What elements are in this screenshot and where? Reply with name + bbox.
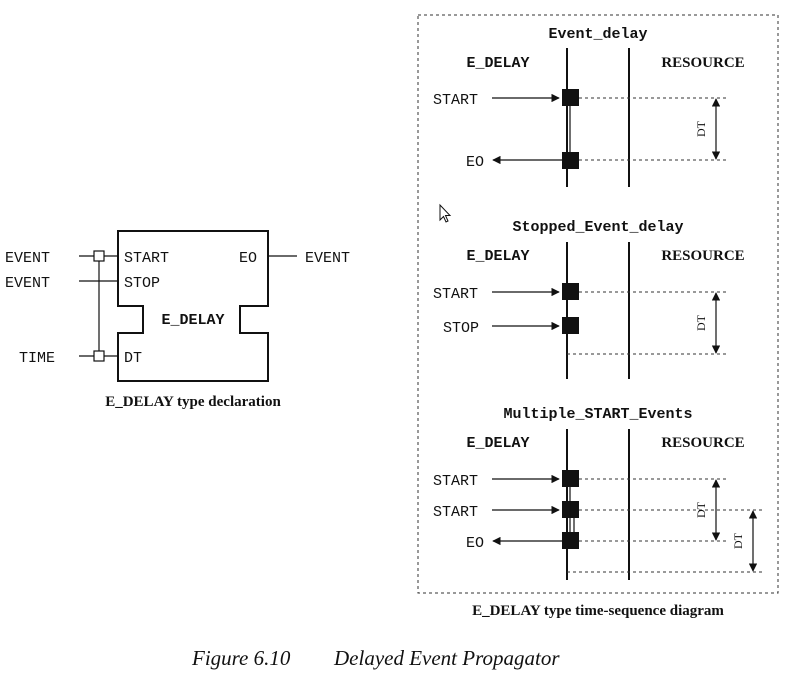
start-label: START [433, 286, 478, 303]
panel-title: Stopped_Event_delay [512, 219, 683, 236]
resource-column-label: RESOURCE [661, 435, 744, 451]
e-delay-column-label: E_DELAY [466, 55, 529, 72]
with-box-start [93, 250, 105, 262]
panel-title: Multiple_START_Events [503, 406, 692, 423]
start-label: START [433, 473, 478, 490]
sequence-caption: E_DELAY type time-sequence diagram [472, 603, 724, 619]
start-event-marker [562, 283, 579, 300]
panel-event-delay: Event_delay E_DELAY RESOURCE START EO DT [433, 26, 745, 187]
eo-label: EO [466, 154, 484, 171]
dt-data-type-label: TIME [19, 350, 55, 367]
eo-port-label: EO [239, 250, 257, 267]
e-delay-column-label: E_DELAY [466, 435, 529, 452]
figure-caption: Figure 6.10 Delayed Event Propagator [191, 646, 560, 670]
function-block-declaration: EVENT EVENT TIME EVENT START STOP DT EO … [5, 230, 350, 410]
resource-column-label: RESOURCE [661, 248, 744, 264]
figure-number: Figure 6.10 [191, 646, 291, 670]
start-label: START [433, 504, 478, 521]
sequence-frame [417, 14, 779, 594]
start-port-label: START [124, 250, 169, 267]
declaration-caption: E_DELAY type declaration [105, 394, 281, 410]
dt-label: DT [694, 501, 708, 518]
dt-label: DT [694, 314, 708, 331]
start-event-type-label: EVENT [5, 250, 50, 267]
dt-port-label: DT [124, 350, 142, 367]
stop-event-marker [562, 317, 579, 334]
eo-event-marker [562, 152, 579, 169]
resource-column-label: RESOURCE [661, 55, 744, 71]
panel-title: Event_delay [548, 26, 647, 43]
panel-multiple-start-events: Multiple_START_Events E_DELAY RESOURCE S… [433, 406, 765, 580]
stop-event-type-label: EVENT [5, 275, 50, 292]
start-event-marker [562, 470, 579, 487]
stop-port-label: STOP [124, 275, 160, 292]
start-label: START [433, 92, 478, 109]
dt-label: DT [694, 120, 708, 137]
time-sequence-diagram: Event_delay E_DELAY RESOURCE START EO DT… [417, 14, 779, 619]
dt-label: DT [731, 532, 745, 549]
mouse-cursor-icon [439, 203, 452, 223]
eo-label: EO [466, 535, 484, 552]
block-outline [117, 230, 269, 382]
stop-label: STOP [443, 320, 479, 337]
eo-event-marker [562, 532, 579, 549]
with-box-dt [93, 350, 105, 362]
block-type-name: E_DELAY [161, 312, 224, 329]
e-delay-column-label: E_DELAY [466, 248, 529, 265]
figure-title: Delayed Event Propagator [333, 646, 560, 670]
start-event-marker [562, 89, 579, 106]
panel-stopped-event-delay: Stopped_Event_delay E_DELAY RESOURCE STA… [433, 219, 745, 379]
eo-event-type-label: EVENT [305, 250, 350, 267]
